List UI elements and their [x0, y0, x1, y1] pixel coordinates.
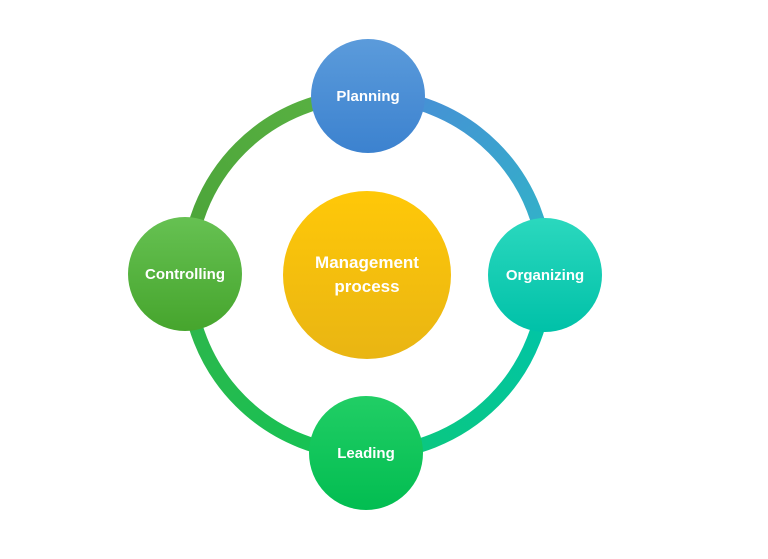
node-management-process: Management process [283, 191, 451, 359]
controlling-label: Controlling [145, 265, 225, 283]
node-controlling: Controlling [128, 217, 242, 331]
planning-label: Planning [336, 87, 400, 105]
leading-label: Leading [337, 444, 395, 462]
node-planning: Planning [311, 39, 425, 153]
node-organizing: Organizing [488, 218, 602, 332]
organizing-label: Organizing [505, 266, 585, 284]
management-process-label: Management process [315, 253, 419, 296]
node-leading: Leading [309, 396, 423, 510]
